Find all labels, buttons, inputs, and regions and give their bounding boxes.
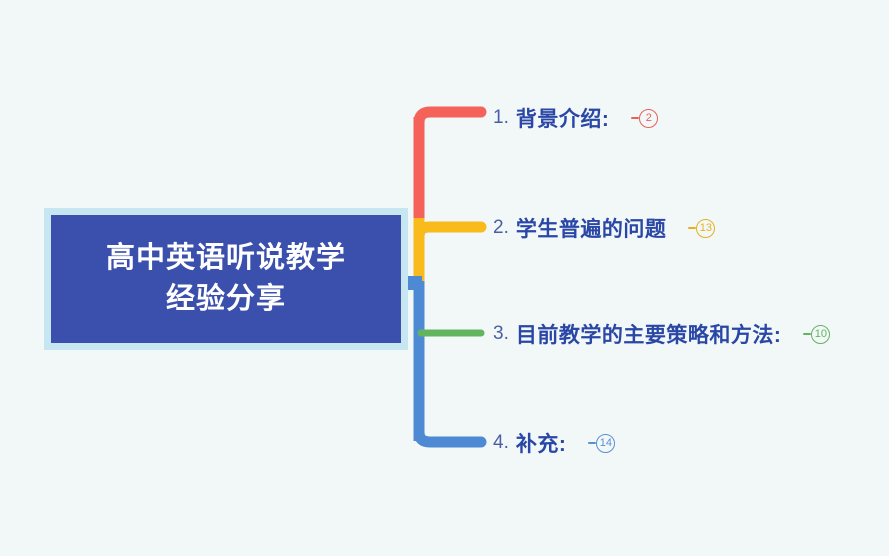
branch-index-1: 1. (493, 107, 509, 128)
branch-label-3: 目前教学的主要策略和方法: (515, 324, 782, 347)
badge-stub-icon-1 (631, 117, 640, 119)
badge-stub-icon-4 (588, 442, 597, 444)
branch-connector-1 (413, 106, 487, 146)
branch-connector-4 (413, 414, 487, 448)
branch-label-1: 背景介绍: (515, 108, 610, 131)
branch-connector-2 (413, 221, 487, 256)
branch-index-2: 2. (493, 217, 509, 238)
branch-node-3[interactable]: 3. 目前教学的主要策略和方法: 10 (493, 317, 831, 351)
badge-stub-icon-3 (803, 333, 812, 335)
branch-node-2[interactable]: 2. 学生普遍的问题 13 (493, 211, 716, 245)
branch-label-2: 学生普遍的问题 (515, 218, 667, 241)
collapse-badge-1[interactable]: 2 (631, 108, 659, 128)
root-node[interactable]: 高中英语听说教学 经验分享 (44, 208, 408, 350)
badge-stub-icon-2 (688, 227, 697, 229)
badge-count-1: 2 (639, 108, 659, 128)
root-node-label: 高中英语听说教学 经验分享 (105, 241, 346, 315)
branch-node-1[interactable]: 1. 背景介绍: 2 (493, 101, 659, 135)
collapse-badge-3[interactable]: 10 (803, 324, 831, 344)
branch-label-4: 补充: (515, 433, 567, 456)
badge-count-2: 13 (696, 218, 716, 238)
badge-count-4: 14 (596, 433, 616, 453)
collapse-badge-4[interactable]: 14 (588, 433, 616, 453)
branch-index-4: 4. (493, 432, 509, 453)
badge-count-3: 10 (811, 324, 831, 344)
collapse-badge-2[interactable]: 13 (688, 218, 716, 238)
branch-node-4[interactable]: 4. 补充: 14 (493, 426, 616, 460)
root-node-inner: 高中英语听说教学 经验分享 (51, 215, 401, 343)
branch-index-3: 3. (493, 323, 509, 344)
